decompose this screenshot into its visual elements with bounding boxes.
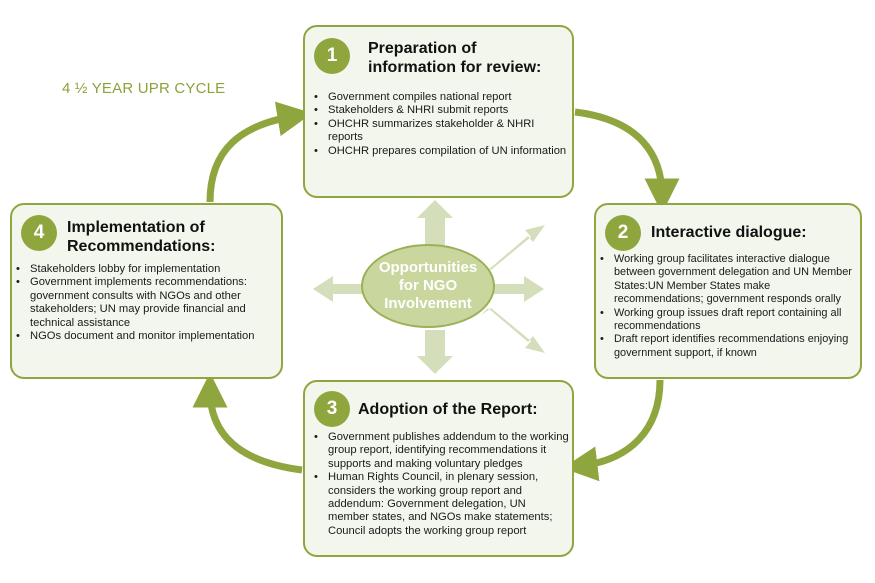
step-4-title: Implementation of Recommendations:	[67, 219, 216, 255]
list-item: OHCHR summarizes stakeholder & NHRI repo…	[311, 118, 571, 145]
step-4-box: 4 Implementation of Recommendations: Sta…	[10, 203, 283, 379]
radiating-arrow-down	[417, 330, 453, 374]
arrow-3-to-4	[192, 372, 303, 474]
arrow-4-to-1	[206, 101, 313, 203]
step-2-box: 2 Interactive dialogue: Working group fa…	[594, 203, 862, 379]
step-3-box: 3 Adoption of the Report: Government pub…	[303, 380, 574, 557]
radiating-arrow-right	[494, 276, 544, 302]
radiating-arrow-upright	[480, 225, 545, 270]
radiating-arrow-left	[313, 276, 364, 302]
radiating-arrow-up	[417, 200, 453, 245]
arrow-2-to-3	[562, 379, 664, 482]
list-item: Working group facilitates interactive di…	[597, 253, 859, 307]
step-3-bullets: Government publishes addendum to the wor…	[311, 431, 569, 538]
list-item: Government compiles national report	[311, 91, 571, 105]
list-item: NGOs document and monitor implementation	[13, 330, 279, 344]
list-item: Stakeholders & NHRI submit reports	[311, 104, 571, 118]
step-4-bullets: Stakeholders lobby for implementation Go…	[13, 263, 279, 344]
center-label: Opportunities for NGO Involvement	[378, 259, 478, 312]
step-3-title: Adoption of the Report:	[358, 401, 538, 418]
list-item: Government implements recommendations: g…	[13, 276, 279, 330]
step-2-number: 2	[605, 215, 641, 251]
list-item: Working group issues draft report contai…	[597, 307, 859, 334]
step-3-number: 3	[314, 391, 350, 427]
step-2-bullets: Working group facilitates interactive di…	[597, 253, 859, 360]
step-2-title: Interactive dialogue:	[651, 224, 807, 241]
step-4-number: 4	[21, 215, 57, 251]
list-item: Stakeholders lobby for implementation	[13, 263, 279, 277]
list-item: Draft report identifies recommendations …	[597, 333, 859, 360]
step-1-bullets: Government compiles national report Stak…	[311, 91, 571, 158]
step-1-title: Preparation of information for review:	[368, 40, 542, 76]
arrow-1-to-2	[574, 108, 680, 214]
list-item: Government publishes addendum to the wor…	[311, 431, 569, 471]
step-1-number: 1	[314, 38, 350, 74]
cycle-label: 4 ½ YEAR UPR CYCLE	[62, 80, 226, 97]
radiating-arrows	[313, 200, 545, 374]
step-1-box: 1 Preparation of information for review:…	[303, 25, 574, 198]
ngo-opportunities-ellipse: Opportunities for NGO Involvement	[361, 244, 495, 328]
list-item: OHCHR prepares compilation of UN informa…	[311, 145, 571, 159]
list-item: Human Rights Council, in plenary session…	[311, 471, 569, 538]
radiating-arrow-downright	[480, 308, 545, 353]
